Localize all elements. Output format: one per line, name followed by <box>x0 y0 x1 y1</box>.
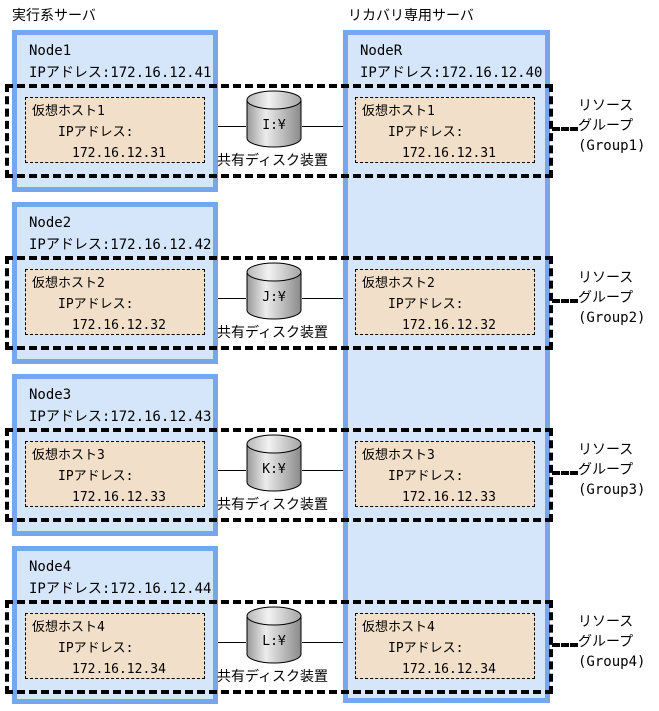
vhost3-active-ip-label: IPアドレス: <box>58 469 134 484</box>
vhost2-active-name: 仮想ホスト2 <box>32 276 105 291</box>
vhost4-recovery-name: 仮想ホスト4 <box>362 620 435 635</box>
group1-label: リソース グループ (Group1) <box>578 96 645 156</box>
vhost1-recovery-box: 仮想ホスト1 IPアドレス: 172.16.12.31 <box>355 97 535 163</box>
node3-disk-line <box>218 470 246 471</box>
vhost4-active-box: 仮想ホスト4 IPアドレス: 172.16.12.34 <box>25 613 205 679</box>
vhost4-recovery-box: 仮想ホスト4 IPアドレス: 172.16.12.34 <box>355 613 535 679</box>
group4-label-line1: リソース <box>578 614 634 630</box>
vhost4-active-ip-label: IPアドレス: <box>58 641 134 656</box>
disk4-noder-line <box>302 642 343 643</box>
group2-label-line3: (Group2) <box>578 310 646 326</box>
vhost3-recovery-ip-label: IPアドレス: <box>388 469 464 484</box>
node2-name: Node2 <box>29 215 72 231</box>
disk2-cylinder-icon <box>246 262 302 320</box>
vhost2-recovery-ip: 172.16.12.32 <box>402 318 496 333</box>
disk4-drive-label: L:¥ <box>262 634 286 649</box>
vhost4-recovery-ip: 172.16.12.34 <box>402 662 496 677</box>
disk3-drive-label: K:¥ <box>262 462 286 477</box>
vhost1-active-box: 仮想ホスト1 IPアドレス: 172.16.12.31 <box>25 97 205 163</box>
group4-label-line2: グループ <box>578 634 634 650</box>
recovery-server-title: リカバリ専用サーバ <box>348 8 474 24</box>
disk3-cylinder-icon <box>246 434 302 492</box>
vhost1-recovery-name: 仮想ホスト1 <box>362 104 435 119</box>
vhost3-recovery-ip: 172.16.12.33 <box>402 490 496 505</box>
vhost3-active-box: 仮想ホスト3 IPアドレス: 172.16.12.33 <box>25 441 205 507</box>
vhost1-active-name: 仮想ホスト1 <box>32 104 105 119</box>
node3-name: Node3 <box>29 387 72 403</box>
vhost2-active-ip: 172.16.12.32 <box>72 318 166 333</box>
group3-label: リソース グループ (Group3) <box>578 440 645 500</box>
vhost1-active-ip: 172.16.12.31 <box>72 146 166 161</box>
group1-label-line1: リソース <box>578 98 634 114</box>
disk1-cylinder-icon <box>246 90 302 148</box>
group3-label-line2: グループ <box>578 462 634 478</box>
group1-label-line2: グループ <box>578 118 634 134</box>
vhost3-recovery-name: 仮想ホスト3 <box>362 448 435 463</box>
vhost2-active-box: 仮想ホスト2 IPアドレス: 172.16.12.32 <box>25 269 205 335</box>
group2-label-line1: リソース <box>578 270 634 286</box>
node4-ip: IPアドレス:172.16.12.44 <box>29 581 212 597</box>
disk2-caption: 共有ディスク装置 <box>217 325 329 341</box>
active-server-title: 実行系サーバ <box>12 8 96 24</box>
vhost2-recovery-name: 仮想ホスト2 <box>362 276 435 291</box>
group4-label: リソース グループ (Group4) <box>578 612 645 672</box>
disk2-drive-label: J:¥ <box>262 290 286 305</box>
group1-label-line3: (Group1) <box>578 138 646 154</box>
disk2-noder-line <box>302 298 343 299</box>
node2-disk-line <box>218 298 246 299</box>
disk1-drive-label: I:¥ <box>262 118 286 133</box>
noder-ip: IPアドレス:172.16.12.40 <box>360 65 543 81</box>
disk1-noder-line <box>302 126 343 127</box>
vhost1-active-ip-label: IPアドレス: <box>58 125 134 140</box>
group4-label-line3: (Group4) <box>578 654 646 670</box>
noder-name: NodeR <box>360 43 403 59</box>
vhost4-active-ip: 172.16.12.34 <box>72 662 166 677</box>
disk3-noder-line <box>302 470 343 471</box>
node3-ip: IPアドレス:172.16.12.43 <box>29 409 212 425</box>
vhost3-recovery-box: 仮想ホスト3 IPアドレス: 172.16.12.33 <box>355 441 535 507</box>
disk3-caption: 共有ディスク装置 <box>217 497 329 513</box>
vhost1-recovery-ip-label: IPアドレス: <box>388 125 464 140</box>
group2-label: リソース グループ (Group2) <box>578 268 645 328</box>
node4-name: Node4 <box>29 559 72 575</box>
group1-connector <box>552 127 578 131</box>
group4-connector <box>552 643 578 647</box>
disk4-caption: 共有ディスク装置 <box>217 669 329 685</box>
group2-connector <box>552 299 578 303</box>
node2-ip: IPアドレス:172.16.12.42 <box>29 237 212 253</box>
vhost4-recovery-ip-label: IPアドレス: <box>388 641 464 656</box>
vhost2-recovery-box: 仮想ホスト2 IPアドレス: 172.16.12.32 <box>355 269 535 335</box>
vhost2-recovery-ip-label: IPアドレス: <box>388 297 464 312</box>
vhost1-recovery-ip: 172.16.12.31 <box>402 146 496 161</box>
node1-name: Node1 <box>29 43 72 59</box>
node1-ip: IPアドレス:172.16.12.41 <box>29 65 212 81</box>
disk1-caption: 共有ディスク装置 <box>217 153 329 169</box>
vhost3-active-ip: 172.16.12.33 <box>72 490 166 505</box>
vhost4-active-name: 仮想ホスト4 <box>32 620 105 635</box>
disk4-cylinder-icon <box>246 606 302 664</box>
group3-label-line3: (Group3) <box>578 482 646 498</box>
group2-label-line2: グループ <box>578 290 634 306</box>
group3-connector <box>552 471 578 475</box>
group3-label-line1: リソース <box>578 442 634 458</box>
node4-disk-line <box>218 642 246 643</box>
vhost2-active-ip-label: IPアドレス: <box>58 297 134 312</box>
vhost3-active-name: 仮想ホスト3 <box>32 448 105 463</box>
node1-disk-line <box>218 126 246 127</box>
